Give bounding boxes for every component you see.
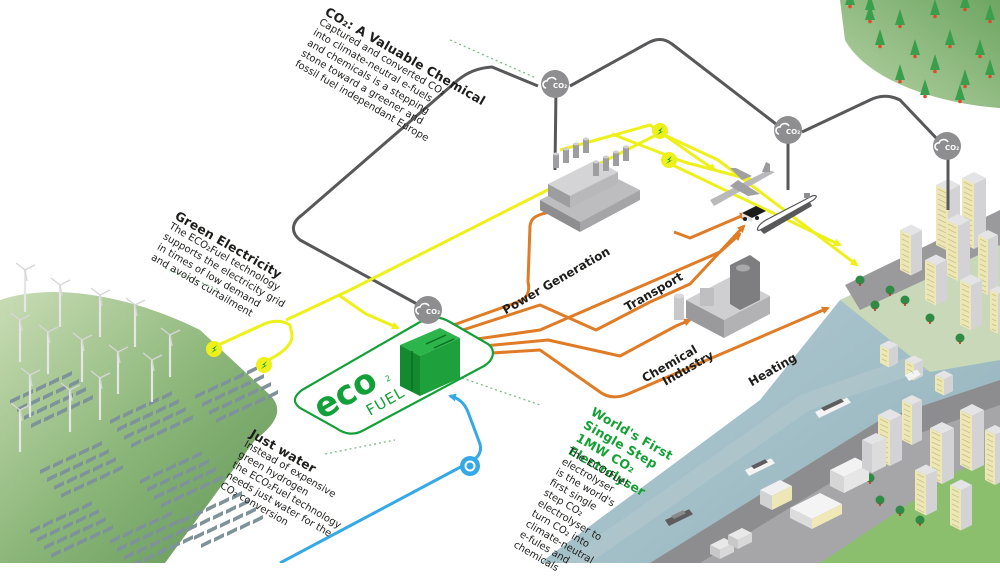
- co2-cloud-icon: CO₂: [933, 132, 961, 160]
- solar-panel-icon: [261, 382, 271, 391]
- solar-panel-icon: [200, 517, 210, 526]
- building-icon: [902, 395, 922, 445]
- solar-panel-icon: [247, 366, 257, 375]
- solar-panel-icon: [220, 519, 230, 528]
- solar-panel-icon: [227, 527, 237, 536]
- solar-panel-icon: [254, 374, 264, 383]
- solar-panel-icon: [233, 513, 243, 522]
- solar-panel-icon: [268, 390, 278, 399]
- solar-panel-icon: [207, 525, 217, 534]
- co2-cloud-icon: CO₂: [774, 116, 802, 144]
- building-icon: [880, 341, 898, 368]
- chimney-icon: [583, 139, 589, 153]
- chimney-icon: [563, 149, 569, 163]
- chimney-icon: [613, 152, 619, 166]
- building-icon: [946, 214, 970, 281]
- building-icon: [900, 225, 922, 276]
- co2-cloud-icon: CO₂: [414, 296, 442, 324]
- electricity-lines: [214, 125, 857, 362]
- lightning-bolt-icon: [652, 123, 668, 139]
- building-icon: [925, 255, 947, 306]
- building-icon: [985, 425, 1000, 485]
- solar-panel-icon: [214, 533, 224, 542]
- warehouse-icon: [862, 433, 886, 473]
- building-icon: [915, 465, 937, 516]
- lightning-bolt-icon: [661, 152, 677, 168]
- co2-badge-label: CO₂: [786, 128, 800, 136]
- chimney-icon: [573, 144, 579, 158]
- solar-panel-icon: [240, 521, 250, 530]
- chimney-icon: [603, 157, 609, 171]
- building-icon: [960, 404, 984, 471]
- forest-hill: [840, 0, 1000, 108]
- co2-cloud-icon: CO₂: [541, 70, 569, 98]
- co2-badge-label: CO₂: [553, 82, 567, 90]
- solar-panel-icon: [213, 511, 223, 520]
- co2-badge-label: CO₂: [426, 308, 440, 316]
- chimney-icon: [623, 147, 629, 161]
- chimney-icon: [593, 162, 599, 176]
- lightning-bolt-icon: [256, 357, 272, 373]
- chemical-plant-illustration: [674, 255, 770, 338]
- lightning-bolt-icon: [206, 341, 222, 357]
- solar-panel-icon: [194, 531, 204, 540]
- co2-badge-label: CO₂: [945, 144, 959, 152]
- building-icon: [950, 480, 972, 531]
- solar-panel-icon: [201, 539, 211, 548]
- chimney-icon: [553, 154, 559, 168]
- solar-panel-icon: [219, 497, 229, 506]
- building-icon: [960, 275, 982, 331]
- water-drop-icon: [460, 456, 480, 476]
- solar-panel-icon: [226, 505, 236, 514]
- building-icon: [935, 371, 953, 396]
- building-icon: [990, 286, 1000, 334]
